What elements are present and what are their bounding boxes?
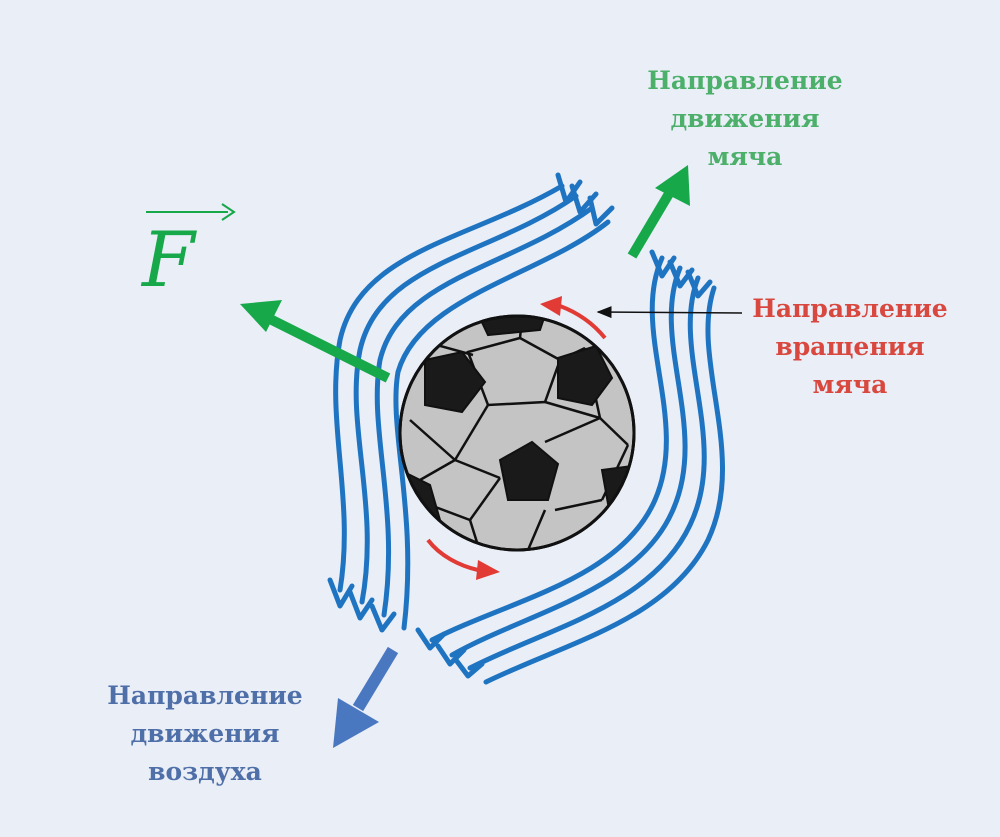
- label-line: мяча: [812, 370, 888, 399]
- force-vector-bar: [146, 203, 236, 221]
- label-line: вращения: [775, 332, 925, 361]
- label-line: Направление: [107, 681, 303, 710]
- airflow-line: [467, 275, 707, 671]
- label-line: движения: [670, 104, 820, 133]
- label-line: Направление: [752, 294, 948, 323]
- airflow-line: [429, 255, 669, 643]
- air-direction-label: Направление движения воздуха: [90, 677, 320, 791]
- force-symbol: F: [142, 215, 195, 304]
- pointer-arrow-icon: [596, 306, 743, 319]
- airflow-line: [483, 285, 725, 685]
- label-line: мяча: [707, 142, 783, 171]
- label-line: Направление: [647, 66, 843, 95]
- airflow-line: [374, 205, 595, 618]
- airflow-chevron-icon: [369, 603, 397, 633]
- force-arrow-icon: [240, 300, 391, 383]
- ball-motion-arrow-icon: [627, 165, 690, 259]
- ball-direction-label: Направление движения мяча: [625, 62, 865, 176]
- airflow-line: [333, 183, 565, 593]
- rotation-arrow-icon: [426, 296, 607, 580]
- airflow-direction-chevrons: [327, 172, 713, 679]
- airflow-chevron-icon: [415, 627, 447, 651]
- label-line: воздуха: [148, 757, 262, 786]
- airflow-chevron-icon: [587, 195, 615, 227]
- air-motion-arrow-icon: [333, 646, 399, 748]
- spin-direction-label: Направление вращения мяча: [740, 290, 960, 404]
- airflow-line: [449, 265, 688, 658]
- airflow-chevron-icon: [435, 643, 467, 667]
- airflow-chevron-icon: [685, 269, 713, 299]
- soccer-ball-icon: [398, 314, 636, 552]
- airflow-chevron-icon: [453, 657, 485, 679]
- airflow-line: [353, 193, 579, 605]
- airflow-line: [393, 219, 611, 631]
- airflow-chevron-icon: [347, 589, 375, 621]
- label-line: движения: [130, 719, 280, 748]
- airflow-streamlines: [333, 183, 725, 685]
